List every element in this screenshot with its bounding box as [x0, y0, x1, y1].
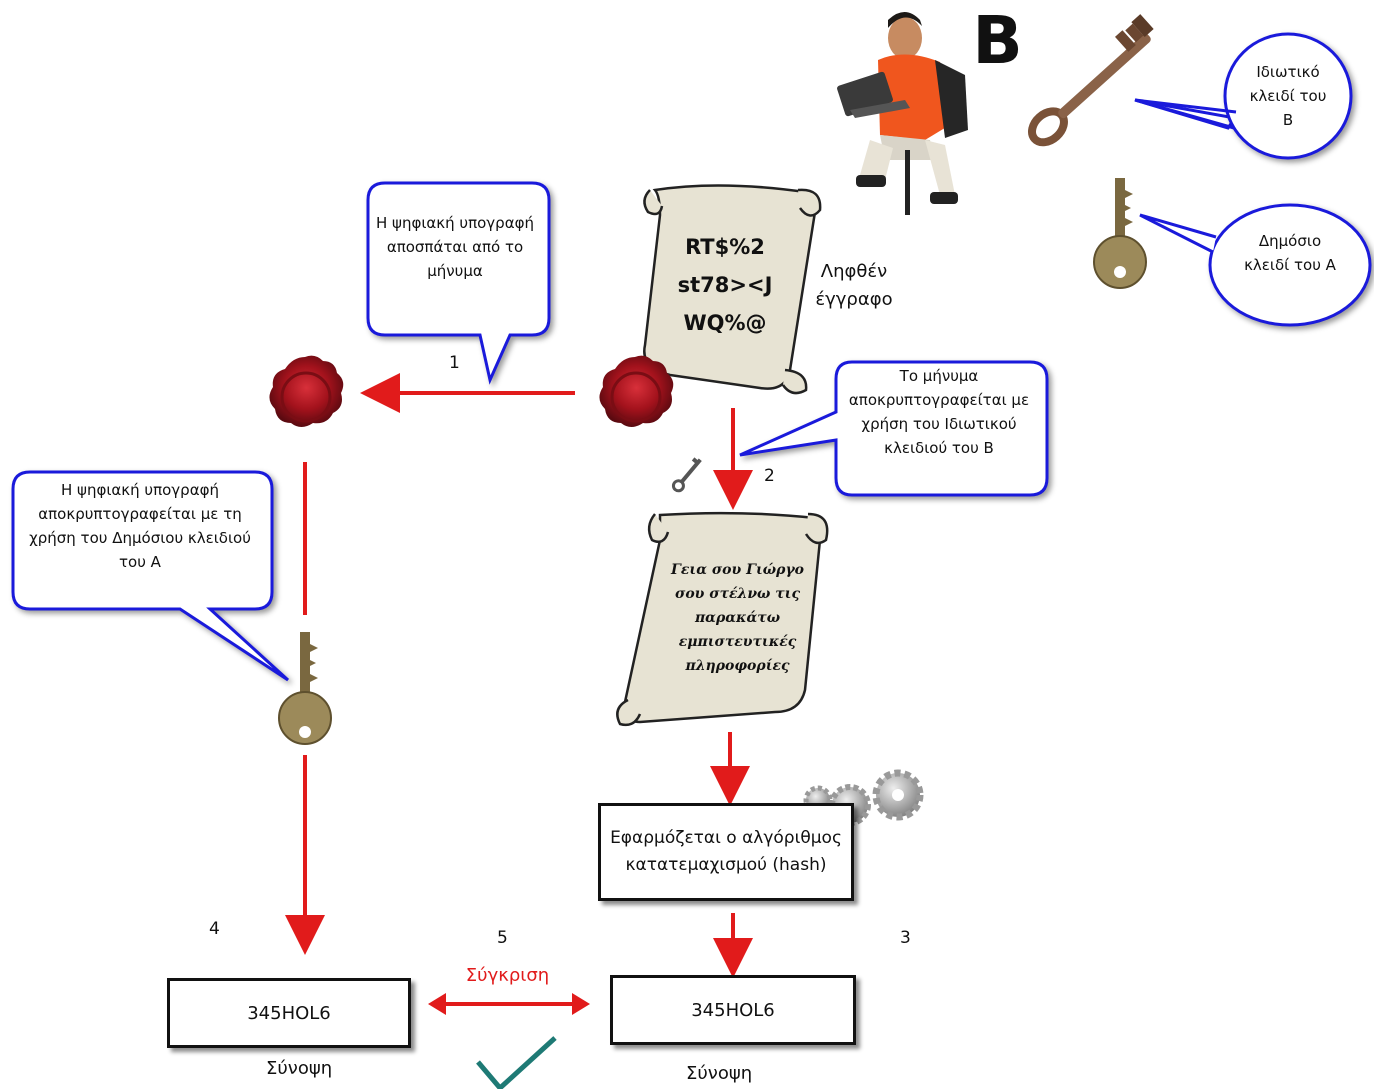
plain-text: Γεια σου Γιώργο σου στέλνω τις παρακάτω … — [660, 558, 815, 678]
plain-line: εμπιστευτικές — [678, 634, 797, 650]
bubble-signature-detached — [366, 181, 551, 385]
private-key-icon — [1028, 14, 1154, 147]
plain-line: παρακάτω — [694, 610, 781, 626]
plain-line: σου στέλνω τις — [675, 586, 800, 602]
public-key-icon — [1093, 178, 1147, 289]
bubble-signature-decrypted-text: Η ψηφιακή υπογραφή αποκρυπτογραφείται με… — [29, 481, 251, 571]
small-key-icon — [671, 457, 702, 493]
wax-seal-detached — [269, 355, 344, 427]
cipher-line: st78><J — [677, 273, 773, 297]
cipher-line: WQ%@ — [683, 311, 767, 335]
hash-box: Εφαρμόζεται ο αλγόριθμος κατατεμαχισμού … — [598, 803, 854, 901]
step-3: 3 — [900, 928, 911, 948]
digest-left-value: 345HOL6 — [247, 1002, 331, 1024]
plain-document-scroll — [616, 511, 829, 727]
person-letter: B — [972, 2, 1023, 79]
bubble-private-key-b — [1134, 32, 1353, 160]
bubble-private-key-b-text: Ιδιωτικό κλειδί του Β — [1249, 63, 1327, 129]
step-1: 1 — [449, 353, 460, 373]
plain-line: Γεια σου Γιώργο — [670, 562, 805, 578]
bubble-message-decrypted-text: Το μήνυμα αποκρυπτογραφείται με χρήση το… — [848, 367, 1030, 457]
compare-label: Σύγκριση — [465, 965, 550, 986]
person-icon — [837, 12, 968, 215]
cipher-line: RT$%2 — [685, 235, 765, 259]
digest-right-label: Σύνοψη — [686, 1063, 753, 1084]
digest-left-box: 345HOL6 — [167, 978, 411, 1048]
cipher-text: RT$%2 st78><J WQ%@ — [660, 228, 790, 342]
left-public-key-icon — [278, 632, 332, 745]
hash-box-text: Εφαρμόζεται ο αλγόριθμος κατατεμαχισμού … — [610, 828, 842, 875]
received-document-scroll — [643, 184, 822, 395]
digest-right-box: 345HOL6 — [610, 975, 856, 1045]
step-5: 5 — [497, 928, 508, 948]
bubble-signature-decrypted — [11, 470, 290, 682]
digest-right-value: 345HOL6 — [691, 999, 775, 1021]
wax-seal-on-document — [599, 355, 674, 427]
received-document-label: Ληφθέν έγγραφο — [815, 261, 893, 310]
compare-arrow-head-right — [572, 993, 590, 1015]
bubble-message-decrypted — [739, 360, 1049, 497]
check-mark-icon — [476, 1036, 557, 1089]
plain-line: πληροφορίες — [685, 658, 790, 674]
bubble-signature-detached-text: Η ψηφιακή υπογραφή αποσπάται από το μήνυ… — [376, 214, 534, 280]
arrows — [285, 373, 753, 1015]
bubble-public-key-a-text: Δημόσιο κλειδί του Α — [1244, 232, 1336, 274]
step-2: 2 — [764, 466, 775, 486]
compare-arrow-head-left — [428, 993, 446, 1015]
bubble-public-key-a — [1139, 203, 1372, 327]
digest-left-label: Σύνοψη — [266, 1058, 333, 1079]
step-4: 4 — [209, 919, 220, 939]
